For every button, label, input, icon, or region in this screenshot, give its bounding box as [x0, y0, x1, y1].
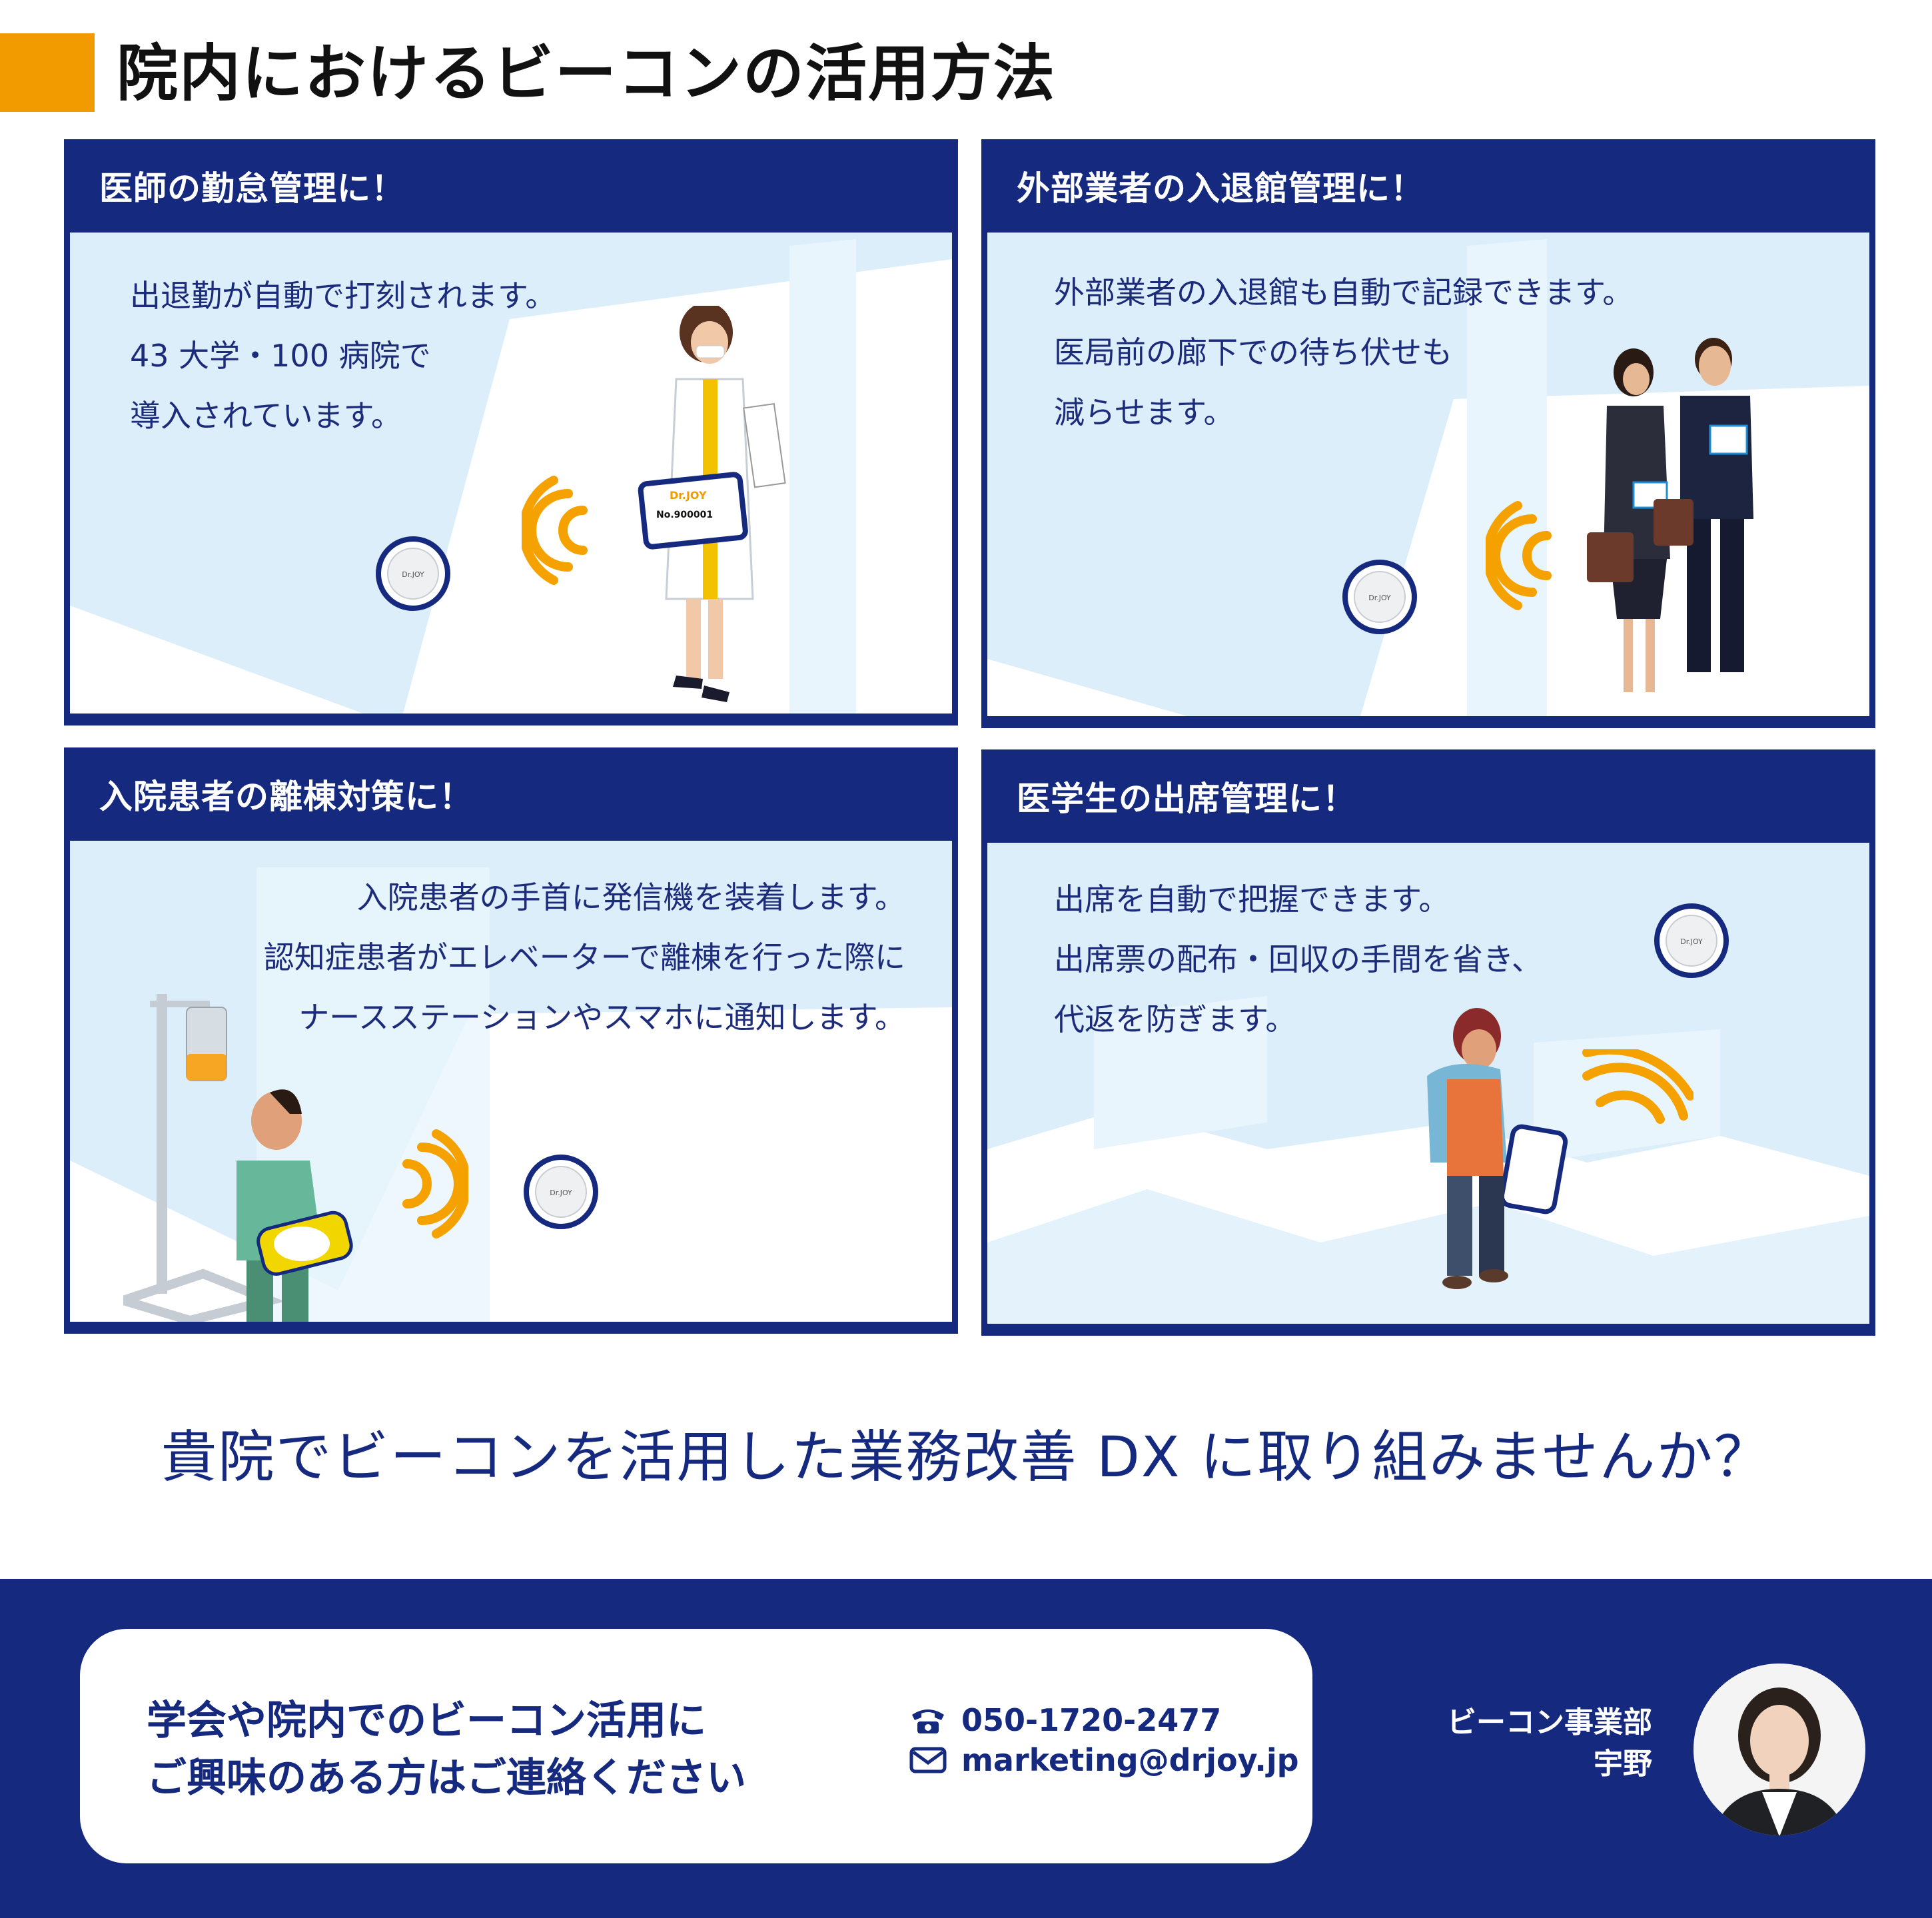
card-title: 外部業者の入退館管理に！: [1017, 169, 1424, 208]
card-inpatient-wandering: 入院患者の離棟対策に！ 入院患者の手首に発信機を装着します。 認知症患者がエレベ…: [64, 747, 958, 1334]
staff-name: 宇野: [1594, 1747, 1652, 1781]
title-accent-bar: [0, 33, 95, 112]
phone-number[interactable]: 050-1720-2477: [961, 1702, 1222, 1738]
card-description: 入院患者の手首に発信機を装着します。 認知症患者がエレベーターで離棟を行った際に…: [263, 879, 905, 1035]
card-doctor-attendance: 医師の勤怠管理に！ 出退勤が自動で打刻されます。 43 大学・100 病院で 導…: [64, 139, 958, 725]
svg-text:Dr.JOY: Dr.JOY: [402, 570, 424, 579]
card-panel: 入院患者の手首に発信機を装着します。 認知症患者がエレベーターで離棟を行った際に…: [70, 841, 952, 1322]
email-address[interactable]: marketing@drjoy.jp: [961, 1742, 1299, 1778]
svg-text:Dr.JOY: Dr.JOY: [1368, 594, 1391, 602]
card-panel: 出退勤が自動で打刻されます。 43 大学・100 病院で 導入されています。 D…: [70, 233, 952, 714]
beacon-icon: Dr.JOY: [1342, 560, 1417, 634]
page-title: 院内におけるビーコンの活用方法: [117, 38, 1057, 109]
staff-info: ビーコン事業部 宇野: [1447, 1702, 1652, 1785]
card-vendor-entry: 外部業者の入退館管理に！ 外部業者の入退館も自動で記録できます。 医局前の廊下で…: [981, 139, 1875, 728]
card-title: 入院患者の離棟対策に！: [99, 777, 473, 816]
staff-department: ビーコン事業部: [1447, 1705, 1652, 1739]
signal-waves-icon: [522, 476, 588, 585]
card-title: 医学生の出席管理に！: [1017, 779, 1356, 818]
patient-iv-illustration: [123, 994, 353, 1322]
signal-waves-icon: [402, 1129, 468, 1238]
card-student-attendance: 医学生の出席管理に！ 出席を自動で把握できます。 出席票の配布・回収の手間を省き…: [981, 749, 1875, 1336]
card-panel: 外部業者の入退館も自動で記録できます。 医局前の廊下での待ち伏せも 減らせます。…: [987, 233, 1869, 716]
svg-text:Dr.JOY: Dr.JOY: [670, 489, 707, 502]
phone-contact[interactable]: 050-1720-2477: [909, 1702, 1221, 1738]
svg-text:No.900001: No.900001: [656, 510, 713, 520]
signal-waves-icon: [1582, 1049, 1693, 1124]
card-panel: 出席を自動で把握できます。 出席票の配布・回収の手間を省き、 代返を防ぎます。 …: [987, 843, 1869, 1324]
beacon-icon: Dr.JOY: [376, 536, 450, 611]
doctor-illustration: Dr.JOY No.900001: [638, 306, 786, 702]
card-description: 出退勤が自動で打刻されます。 43 大学・100 病院で 導入されています。: [130, 278, 556, 434]
card-title: 医師の勤怠管理に！: [99, 169, 405, 208]
contact-card: 学会や院内でのビーコン活用に ご興味のある方はご連絡ください 050-1720-…: [80, 1629, 1312, 1863]
mail-icon: [909, 1747, 947, 1773]
beacon-icon: Dr.JOY: [1654, 903, 1729, 978]
student-illustration: [1427, 1008, 1568, 1289]
contact-message: 学会や院内でのビーコン活用に ご興味のある方はご連絡ください: [147, 1697, 746, 1801]
svg-text:Dr.JOY: Dr.JOY: [550, 1189, 572, 1197]
card-description: 外部業者の入退館も自動で記録できます。 医局前の廊下での待ち伏せも 減らせます。: [1054, 274, 1634, 430]
business-people-illustration: [1587, 338, 1753, 692]
call-to-action: 貴院でビーコンを活用した業務改善 DX に取り組みませんか？: [161, 1424, 1771, 1490]
signal-waves-icon: [1486, 501, 1552, 610]
avatar: [1693, 1664, 1865, 1835]
card-description: 出席を自動で把握できます。 出席票の配布・回収の手間を省き、 代返を防ぎます。: [1054, 881, 1542, 1037]
svg-text:Dr.JOY: Dr.JOY: [1680, 937, 1703, 946]
email-contact[interactable]: marketing@drjoy.jp: [909, 1742, 1299, 1778]
contact-footer: 学会や院内でのビーコン活用に ご興味のある方はご連絡ください 050-1720-…: [0, 1579, 1932, 1918]
beacon-icon: Dr.JOY: [524, 1155, 598, 1229]
phone-icon: [912, 1709, 944, 1733]
